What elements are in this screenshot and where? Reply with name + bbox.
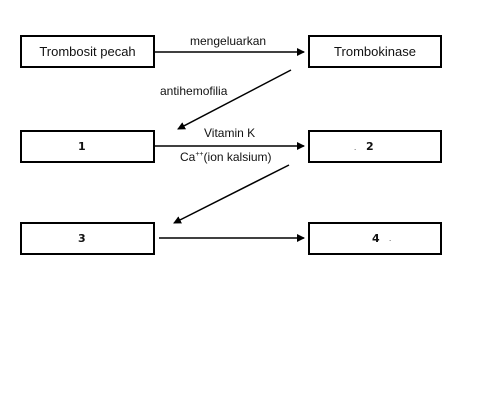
box-trombokinase: Trombokinase [308, 35, 442, 68]
blank-3-label: 3 [78, 232, 86, 245]
trombokinase-label: Trombokinase [334, 44, 416, 59]
arrow-trombokinase-to-1 [177, 69, 292, 130]
calcium-description: (ion kalsium) [203, 150, 272, 164]
arrow-2-to-3 [173, 164, 290, 224]
blank-4-label: 4 [372, 232, 380, 245]
box-trombosit-pecah: Trombosit pecah [20, 35, 155, 68]
box-blank-2: 2 [308, 130, 442, 163]
speck-mark: . [389, 234, 392, 243]
blank-2-label: 2 [366, 140, 374, 153]
box-blank-3: 3 [20, 222, 155, 255]
label-mengeluarkan: mengeluarkan [190, 34, 267, 48]
label-calcium: Ca++(ion kalsium) [180, 150, 272, 164]
box-blank-4: 4 [308, 222, 442, 255]
label-antihemofilia: antihemofilia [160, 84, 228, 98]
calcium-charge: ++ [195, 151, 204, 158]
trombosit-pecah-label: Trombosit pecah [39, 44, 136, 59]
calcium-symbol: Ca [180, 150, 196, 164]
label-vitamin-k: Vitamin K [204, 126, 256, 140]
box-blank-1: 1 [20, 130, 155, 163]
speck-mark: . [354, 143, 357, 152]
blank-1-label: 1 [78, 140, 86, 153]
